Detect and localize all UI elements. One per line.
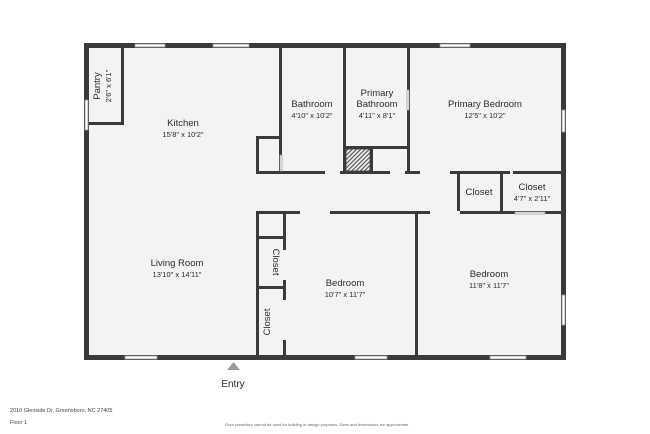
disclaimer-text: Floor plans/tour cannot be used for buil…: [225, 422, 410, 427]
bathroom-dim: 4'10" x 10'2": [291, 111, 332, 120]
kitchen-label: Kitchen: [167, 118, 199, 129]
primary-bathroom-dim: 4'11" x 8'1": [359, 111, 396, 120]
door-openings: [256, 171, 513, 340]
shower-hatch: [345, 148, 371, 172]
bedroom-middle-label: Bedroom: [326, 278, 365, 289]
bathroom-label: Bathroom: [291, 99, 332, 110]
bedroom-right-label: Bedroom: [470, 269, 509, 280]
floor-area: [88, 47, 562, 357]
primary-bathroom-label-2: Bathroom: [356, 99, 397, 110]
living-room-label: Living Room: [151, 258, 204, 269]
pantry-dim: 2'6" x 6'1": [104, 69, 113, 102]
bedroom-right-dim: 11'8" x 11'7": [469, 281, 509, 290]
kitchen-dim: 15'8" x 10'2": [162, 130, 203, 139]
primary-bathroom-label-1: Primary: [361, 88, 394, 99]
closet-b-label: Closet: [519, 182, 546, 193]
closet-hall-upper-label: Closet: [270, 249, 281, 276]
entry-label: Entry: [221, 379, 244, 390]
living-room-dim: 13'10" x 14'11": [153, 270, 202, 279]
exterior-walls: [84, 43, 566, 360]
address-text: 2010 Glenside Dr, Greensboro, NC 27405: [10, 408, 113, 414]
entry-marker: [227, 362, 240, 370]
primary-bedroom-label: Primary Bedroom: [448, 99, 522, 110]
closet-a-label: Closet: [466, 187, 493, 198]
pantry-label: Pantry: [92, 72, 103, 100]
windows: [84, 43, 566, 360]
primary-bedroom-dim: 12'5" x 10'2": [464, 111, 505, 120]
floor-label: Floor 1: [10, 420, 28, 426]
entry-arrow-icon: [227, 362, 240, 370]
bedroom-middle-dim: 10'7" x 11'7": [325, 290, 366, 299]
room-labels: Kitchen 15'8" x 10'2" Pantry 2'6" x 6'1"…: [92, 69, 551, 390]
closet-b-dim: 4'7" x 2'11": [514, 194, 551, 203]
interior-walls: [88, 47, 562, 357]
closet-hall-lower-label: Closet: [262, 308, 273, 335]
